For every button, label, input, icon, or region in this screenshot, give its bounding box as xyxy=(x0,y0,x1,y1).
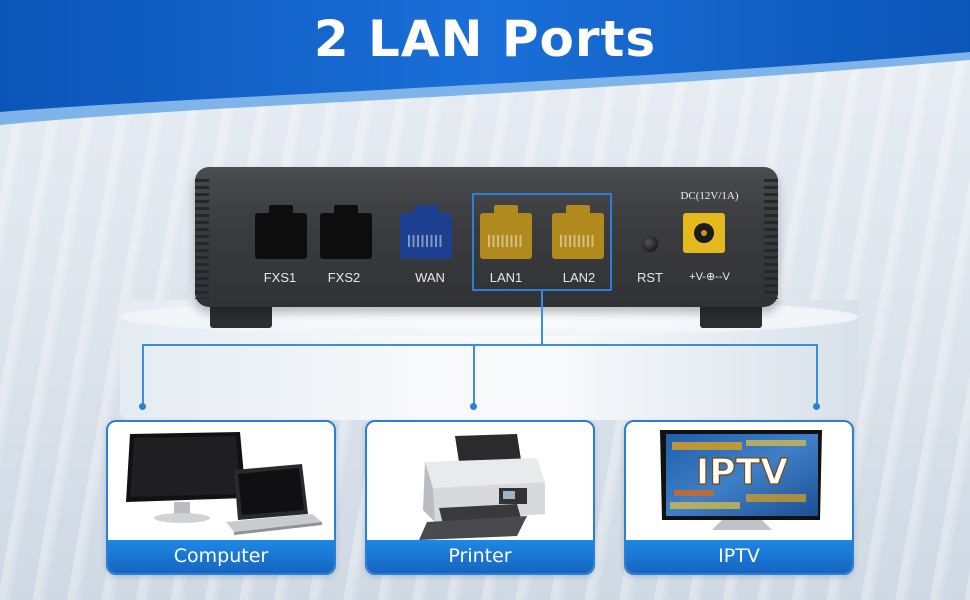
lan1-port xyxy=(480,205,532,259)
connector-drop-iptv xyxy=(816,344,818,406)
lan2-label: LAN2 xyxy=(562,270,596,285)
vent-right xyxy=(764,179,778,299)
fxs2-port xyxy=(320,205,372,259)
connector-dot-printer xyxy=(470,403,477,410)
fxs1-port xyxy=(255,205,307,259)
card-computer-label: Computer xyxy=(108,540,334,573)
connector-bus xyxy=(142,344,818,346)
dc-rating-label: DC(12V/1A) xyxy=(680,190,739,202)
connector-trunk xyxy=(541,291,543,345)
lan-highlight-box xyxy=(472,193,612,291)
wan-label: WAN xyxy=(415,270,445,285)
connector-dot-computer xyxy=(139,403,146,410)
dc-power-jack xyxy=(683,213,725,253)
lan1-label: LAN1 xyxy=(489,270,523,285)
card-iptv: IPTV IPTV xyxy=(624,420,854,575)
title-banner xyxy=(0,0,970,125)
card-printer: Printer xyxy=(365,420,595,575)
polarity-symbol: +V-⊕--V xyxy=(689,271,730,283)
fxs2-label: FXS2 xyxy=(327,270,361,285)
card-iptv-label: IPTV xyxy=(626,540,852,573)
lan2-port xyxy=(552,205,604,259)
connector-dot-iptv xyxy=(813,403,820,410)
fxs1-label: FXS1 xyxy=(263,270,297,285)
iptv-icon: IPTV xyxy=(660,430,822,530)
page-title: 2 LAN Ports xyxy=(313,10,657,68)
rst-label: RST xyxy=(637,270,663,285)
iptv-screen-text: IPTV xyxy=(696,452,788,493)
wan-port xyxy=(400,205,452,259)
computer-icon xyxy=(126,432,322,535)
printer-icon xyxy=(419,434,545,540)
card-printer-label: Printer xyxy=(367,540,593,573)
connector-drop-computer xyxy=(142,344,144,406)
card-computer: Computer xyxy=(106,420,336,575)
connector-drop-printer xyxy=(473,344,475,406)
reset-button xyxy=(642,236,658,252)
vent-left xyxy=(195,179,209,299)
